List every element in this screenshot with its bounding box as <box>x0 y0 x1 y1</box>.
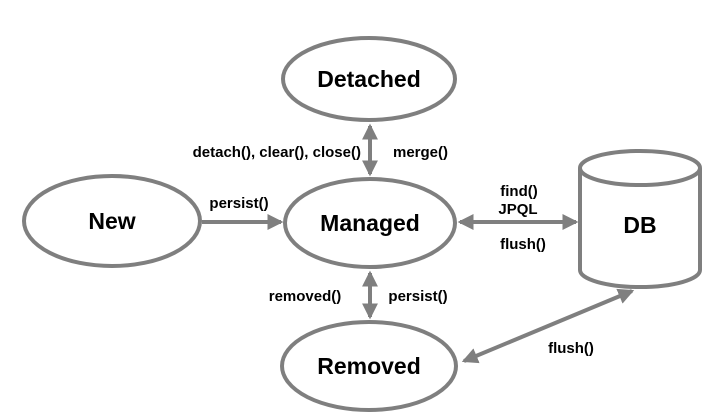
edge-label-flush-db-removed: flush() <box>548 340 594 357</box>
edge-label-persist-new: persist() <box>209 195 268 212</box>
arrow-db-removed <box>461 288 635 364</box>
node-removed-shape <box>280 320 458 412</box>
edge-label-jpql: JPQL <box>498 201 537 218</box>
node-detached-shape <box>281 36 457 122</box>
node-detached-label: Detached <box>317 66 421 92</box>
edge-label-detach-clear-close: detach(), clear(), close() <box>193 144 361 161</box>
node-db-label: DB <box>623 212 656 238</box>
db-cylinder-body <box>578 168 702 289</box>
node-db-shape <box>578 149 702 289</box>
edge-label-persist-removed: persist() <box>388 288 447 305</box>
edge-label-removed: removed() <box>269 288 342 305</box>
node-new-shape <box>22 174 202 268</box>
edge-label-flush-managed-db: flush() <box>500 236 546 253</box>
edge-label-find: find() <box>500 183 537 200</box>
db-cylinder-top <box>578 149 702 187</box>
node-removed-label: Removed <box>317 353 421 379</box>
node-managed-shape <box>283 177 457 269</box>
edge-label-merge: merge() <box>393 144 448 161</box>
node-new-label: New <box>88 208 135 234</box>
node-managed-label: Managed <box>320 210 420 236</box>
